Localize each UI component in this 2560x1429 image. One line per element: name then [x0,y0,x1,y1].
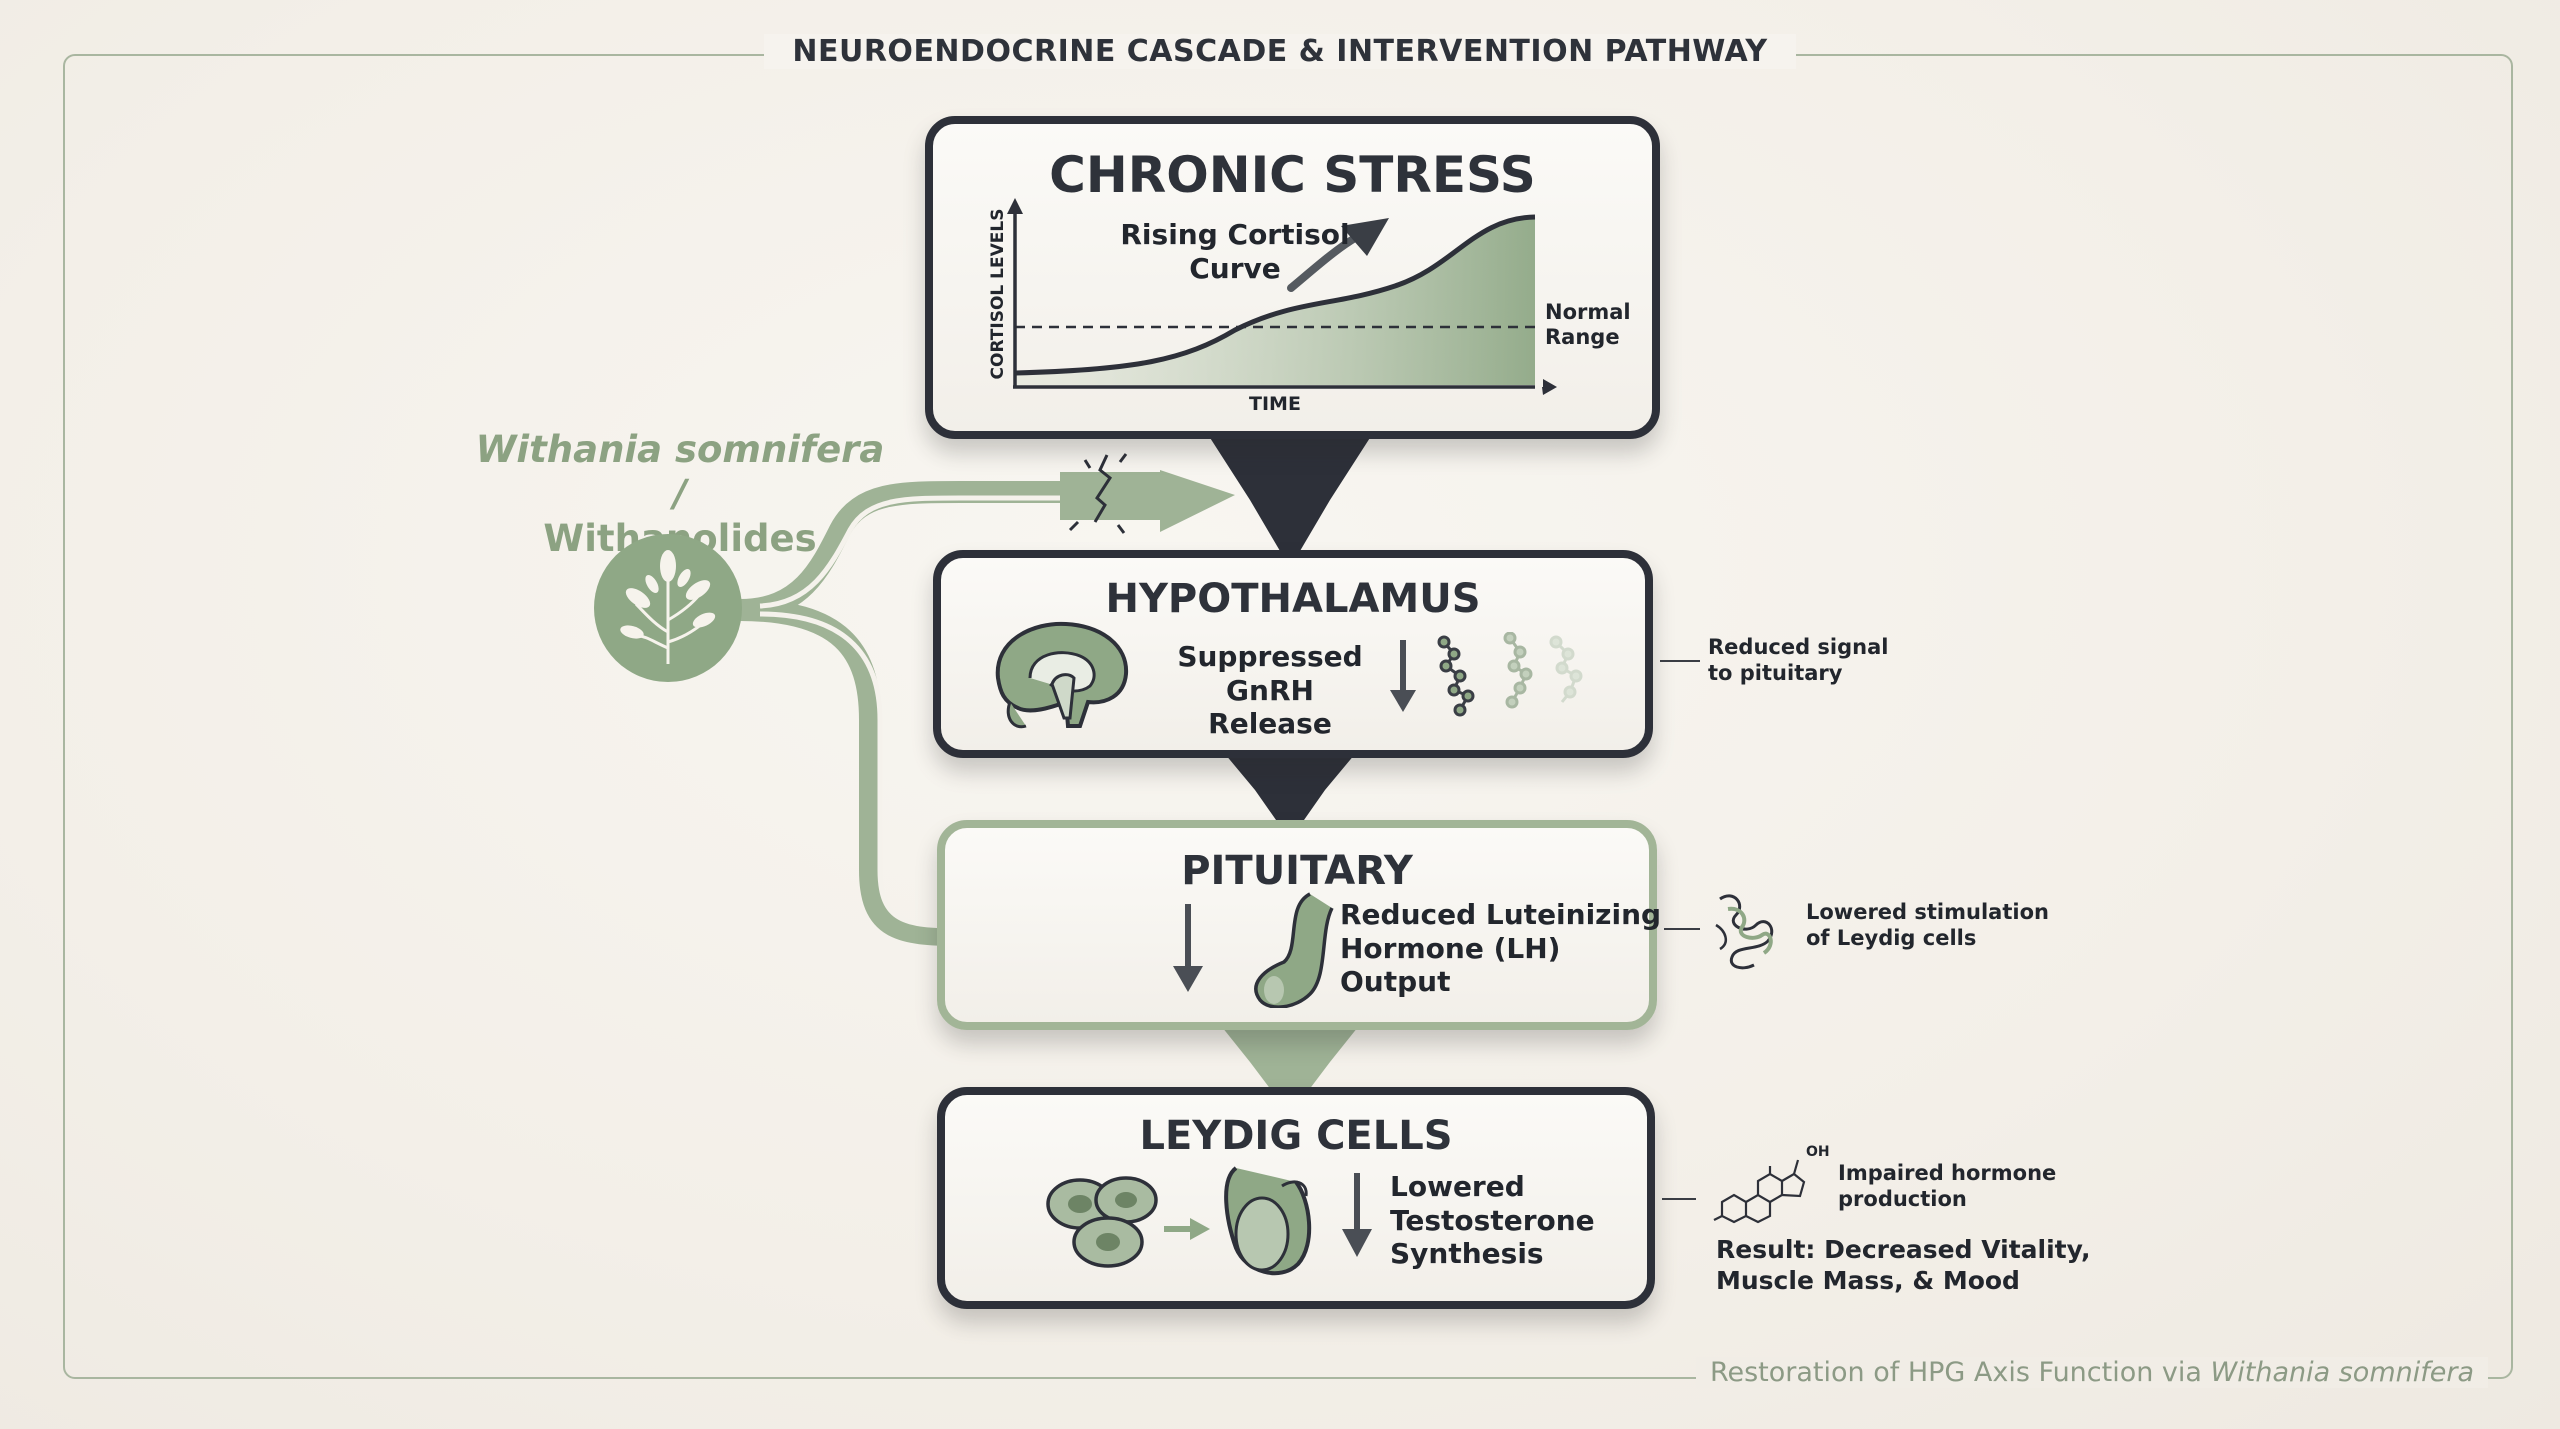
pituitary-note-line2: of Leydig cells [1806,926,1977,951]
path-highlight-2 [759,611,1050,929]
y-axis-label: CORTISOL LEVELS [988,208,1008,380]
cortisol-chart [1007,198,1557,395]
protein-icon [1715,894,1774,970]
hypothalamus-note-line1: Reduced signal [1708,635,1889,659]
cortisol-area [1015,217,1535,385]
footer-caption: Restoration of HPG Axis Function via Wit… [1695,1357,2488,1388]
result-text: Result: Decreased Vitality, Muscle Mass,… [1716,1234,2090,1297]
leydig-title: LEYDIG CELLS [1139,1113,1453,1159]
hypothalamus-text-line1: Suppressed [1177,640,1363,673]
y-axis-arrowhead [1007,198,1023,214]
pituitary-icon [1173,892,1334,1008]
down-arrow-hypothalamus [1390,640,1416,712]
leydig-note-line2: production [1838,1187,1967,1212]
leydig-text-line1: Lowered [1390,1170,1525,1203]
curve-label: Rising Cortisol Curve [1115,218,1355,285]
leydig-text-line3: Synthesis [1390,1237,1544,1271]
normal-line2: Range [1545,325,1620,350]
leydig-note-connector [1662,1198,1696,1200]
x-axis-arrowhead [1542,379,1557,395]
leydig-note: Impaired hormone production [1838,1160,2056,1213]
rising-arrowhead [1341,218,1389,256]
brain-icon [995,621,1129,729]
oh-label: OH [1806,1144,1830,1160]
pituitary-title: PITUITARY [1181,848,1413,894]
plant-icon [594,534,742,682]
pituitary-note-connector [1664,928,1700,930]
blocked-icon [1068,453,1128,534]
normal-range-label: Normal Range [1545,300,1631,350]
gnrh-molecules-icon [1390,632,1583,717]
rising-arrow [1287,234,1359,292]
stress-title: CHRONIC STRESS [1049,146,1536,204]
x-axis-label: TIME [1249,393,1301,415]
path-highlight-1 [759,495,1060,609]
pituitary-note-line1: Lowered stimulation [1806,900,2049,924]
cortisol-curve [1014,214,1536,376]
hypothalamus-text: Suppressed GnRH Release [1170,640,1370,741]
pituitary-text: Reduced Luteinizing Hormone (LH) Output [1340,898,1661,999]
hypothalamus-note: Reduced signal to pituitary [1708,634,1888,687]
curve-label-line2: Curve [1189,251,1281,285]
hypothalamus-text-line2: GnRH Release [1208,673,1332,741]
footer-text: Restoration of HPG Axis Function via [1709,1357,2211,1388]
curve-label-line1: Rising Cortisol [1120,218,1350,251]
leydig-cells-icon [1046,1166,1312,1276]
footer-species: Withania somnifera [2210,1357,2474,1388]
down-arrow-leydig [1342,1173,1372,1257]
hypothalamus-note-connector [1660,660,1700,662]
leydig-note-line1: Impaired hormone [1838,1161,2057,1185]
intervention-line1: Withania somnifera / [475,428,885,516]
hypothalamus-title: HYPOTHALAMUS [1105,576,1481,622]
pituitary-text-line2: Hormone (LH) [1340,931,1561,965]
pituitary-text-line3: Output [1340,965,1451,999]
hypothalamus-note-line2: to pituitary [1708,661,1843,686]
leydig-text-line2: Testosterone [1390,1203,1595,1237]
cells-to-testis-arrow [1164,1218,1210,1240]
pituitary-note: Lowered stimulation of Leydig cells [1806,899,2049,952]
arrow-pit-down [1210,1012,1370,1115]
arrow-stress-down [1205,430,1375,568]
pituitary-text-line1: Reduced Luteinizing [1340,898,1662,931]
y-axis-label-wrap: CORTISOL LEVELS [988,203,1008,385]
normal-line1: Normal [1545,300,1631,324]
steroid-molecule-icon [1713,1159,1806,1224]
leydig-text: Lowered Testosterone Synthesis [1390,1170,1595,1271]
arrow-hypo-down [1220,748,1360,840]
stress-box: CHRONIC STRESS [925,116,1660,439]
arrowhead-hypothalamus [1060,470,1235,532]
result-line2: Muscle Mass, & Mood [1716,1266,2020,1296]
result-line1: Result: Decreased Vitality, [1716,1235,2091,1264]
down-arrow-pituitary [1173,904,1203,992]
